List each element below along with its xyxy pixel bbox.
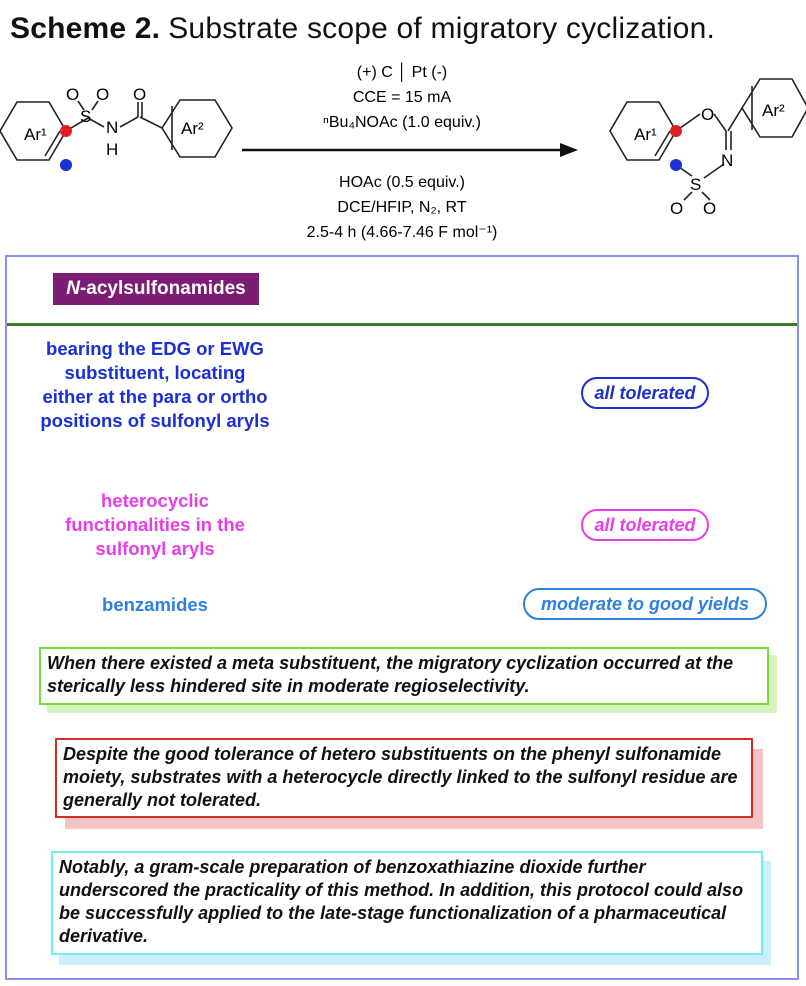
category-tag-text: -acylsulfonamides [79, 278, 246, 299]
reactant-ar2-label: Ar² [181, 119, 204, 138]
product-o-ring-label: O [701, 105, 714, 124]
product-n-s-bond [703, 163, 725, 179]
scope-row-2-text: heterocyclic functionalities in the sulf… [65, 490, 245, 559]
product-ar2-label: Ar² [762, 101, 785, 120]
product-o-a-label: O [670, 199, 683, 218]
reactant-o3-label: O [133, 85, 146, 104]
scheme-label: Scheme 2. [10, 12, 161, 45]
product-ar1-label: Ar¹ [634, 125, 657, 144]
section-divider [7, 323, 797, 326]
scope-row-1-text: bearing the EDG or EWG substituent, loca… [40, 338, 270, 431]
reactant-s-o1-bond [77, 100, 85, 111]
condition-additive: HOAc (0.5 equiv.) [339, 174, 465, 191]
condition-time: 2.5-4 h (4.66-7.46 F mol⁻¹) [307, 224, 498, 241]
product-double-bond [654, 130, 671, 157]
category-tag-italic: N [66, 278, 80, 299]
product-o-c-bond [713, 113, 727, 132]
scope-row-3-result: moderate to good yields [523, 588, 767, 620]
reactant-structure [0, 99, 233, 161]
note-heterocycle: Despite the good tolerance of hetero sub… [55, 738, 753, 818]
condition-solvent: DCE/HFIP, N₂, RT [337, 199, 466, 216]
category-tag: N-acylsulfonamides [53, 273, 259, 305]
scheme-title-text: Substrate scope of migratory cyclization… [168, 12, 715, 45]
product-s-o-bond-a [683, 191, 693, 201]
product-o-b-label: O [703, 199, 716, 218]
reactant-o2-label: O [96, 85, 109, 104]
reactant-o1-label: O [66, 85, 79, 104]
condition-electrodes: (+) C │ Pt (-) [357, 62, 447, 82]
condition-current: CCE = 15 mA [353, 89, 452, 106]
note-meta-substituent: When there existed a meta substituent, t… [39, 647, 769, 705]
product-s-o-bond-b [701, 191, 711, 201]
note-gram-scale: Notably, a gram-scale preparation of ben… [51, 851, 763, 955]
reactant-h-label: H [106, 140, 118, 159]
reactant-s-n-bond [87, 117, 105, 128]
reactant-ar1-label: Ar¹ [24, 125, 47, 144]
reactant-double-bond [44, 130, 61, 157]
product-red-atom-marker [670, 125, 682, 137]
product-n-label: N [721, 151, 733, 170]
scope-summary-panel: N-acylsulfonamides bearing the EDG or EW… [5, 255, 799, 980]
reactant-c-ar2-bond [139, 116, 163, 129]
product-blue-atom-marker [670, 159, 682, 171]
scope-row-1-result: all tolerated [581, 377, 709, 409]
product-structure [609, 78, 806, 201]
reactant-red-atom-marker [60, 125, 72, 137]
reaction-scheme: Ar¹ Ar² O S O O N H (+) C │ Pt (-) CCE =… [0, 62, 806, 241]
reactant-ar2-ring [161, 99, 233, 158]
scope-row-3-text: benzamides [102, 594, 208, 615]
product-ar2-ring [741, 78, 806, 138]
reactant-n-c-bond [119, 116, 139, 128]
reaction-arrow-head [560, 143, 578, 157]
condition-electrolyte: ⁿBu₄NOAc (1.0 equiv.) [323, 114, 481, 131]
product-s-label: S [690, 175, 701, 194]
product-c-ar2-bond [727, 107, 743, 132]
product-ar1-ring [609, 101, 677, 161]
reactant-n-label: N [106, 118, 118, 137]
scope-row-2-result: all tolerated [581, 509, 709, 541]
scheme-title: Scheme 2.Substrate scope of migratory cy… [10, 12, 715, 46]
reactant-ar1-ring [0, 101, 67, 161]
reactant-blue-atom-marker [60, 159, 72, 171]
reactant-s-label: S [80, 107, 91, 126]
reactant-s-o2-bond [91, 100, 99, 111]
